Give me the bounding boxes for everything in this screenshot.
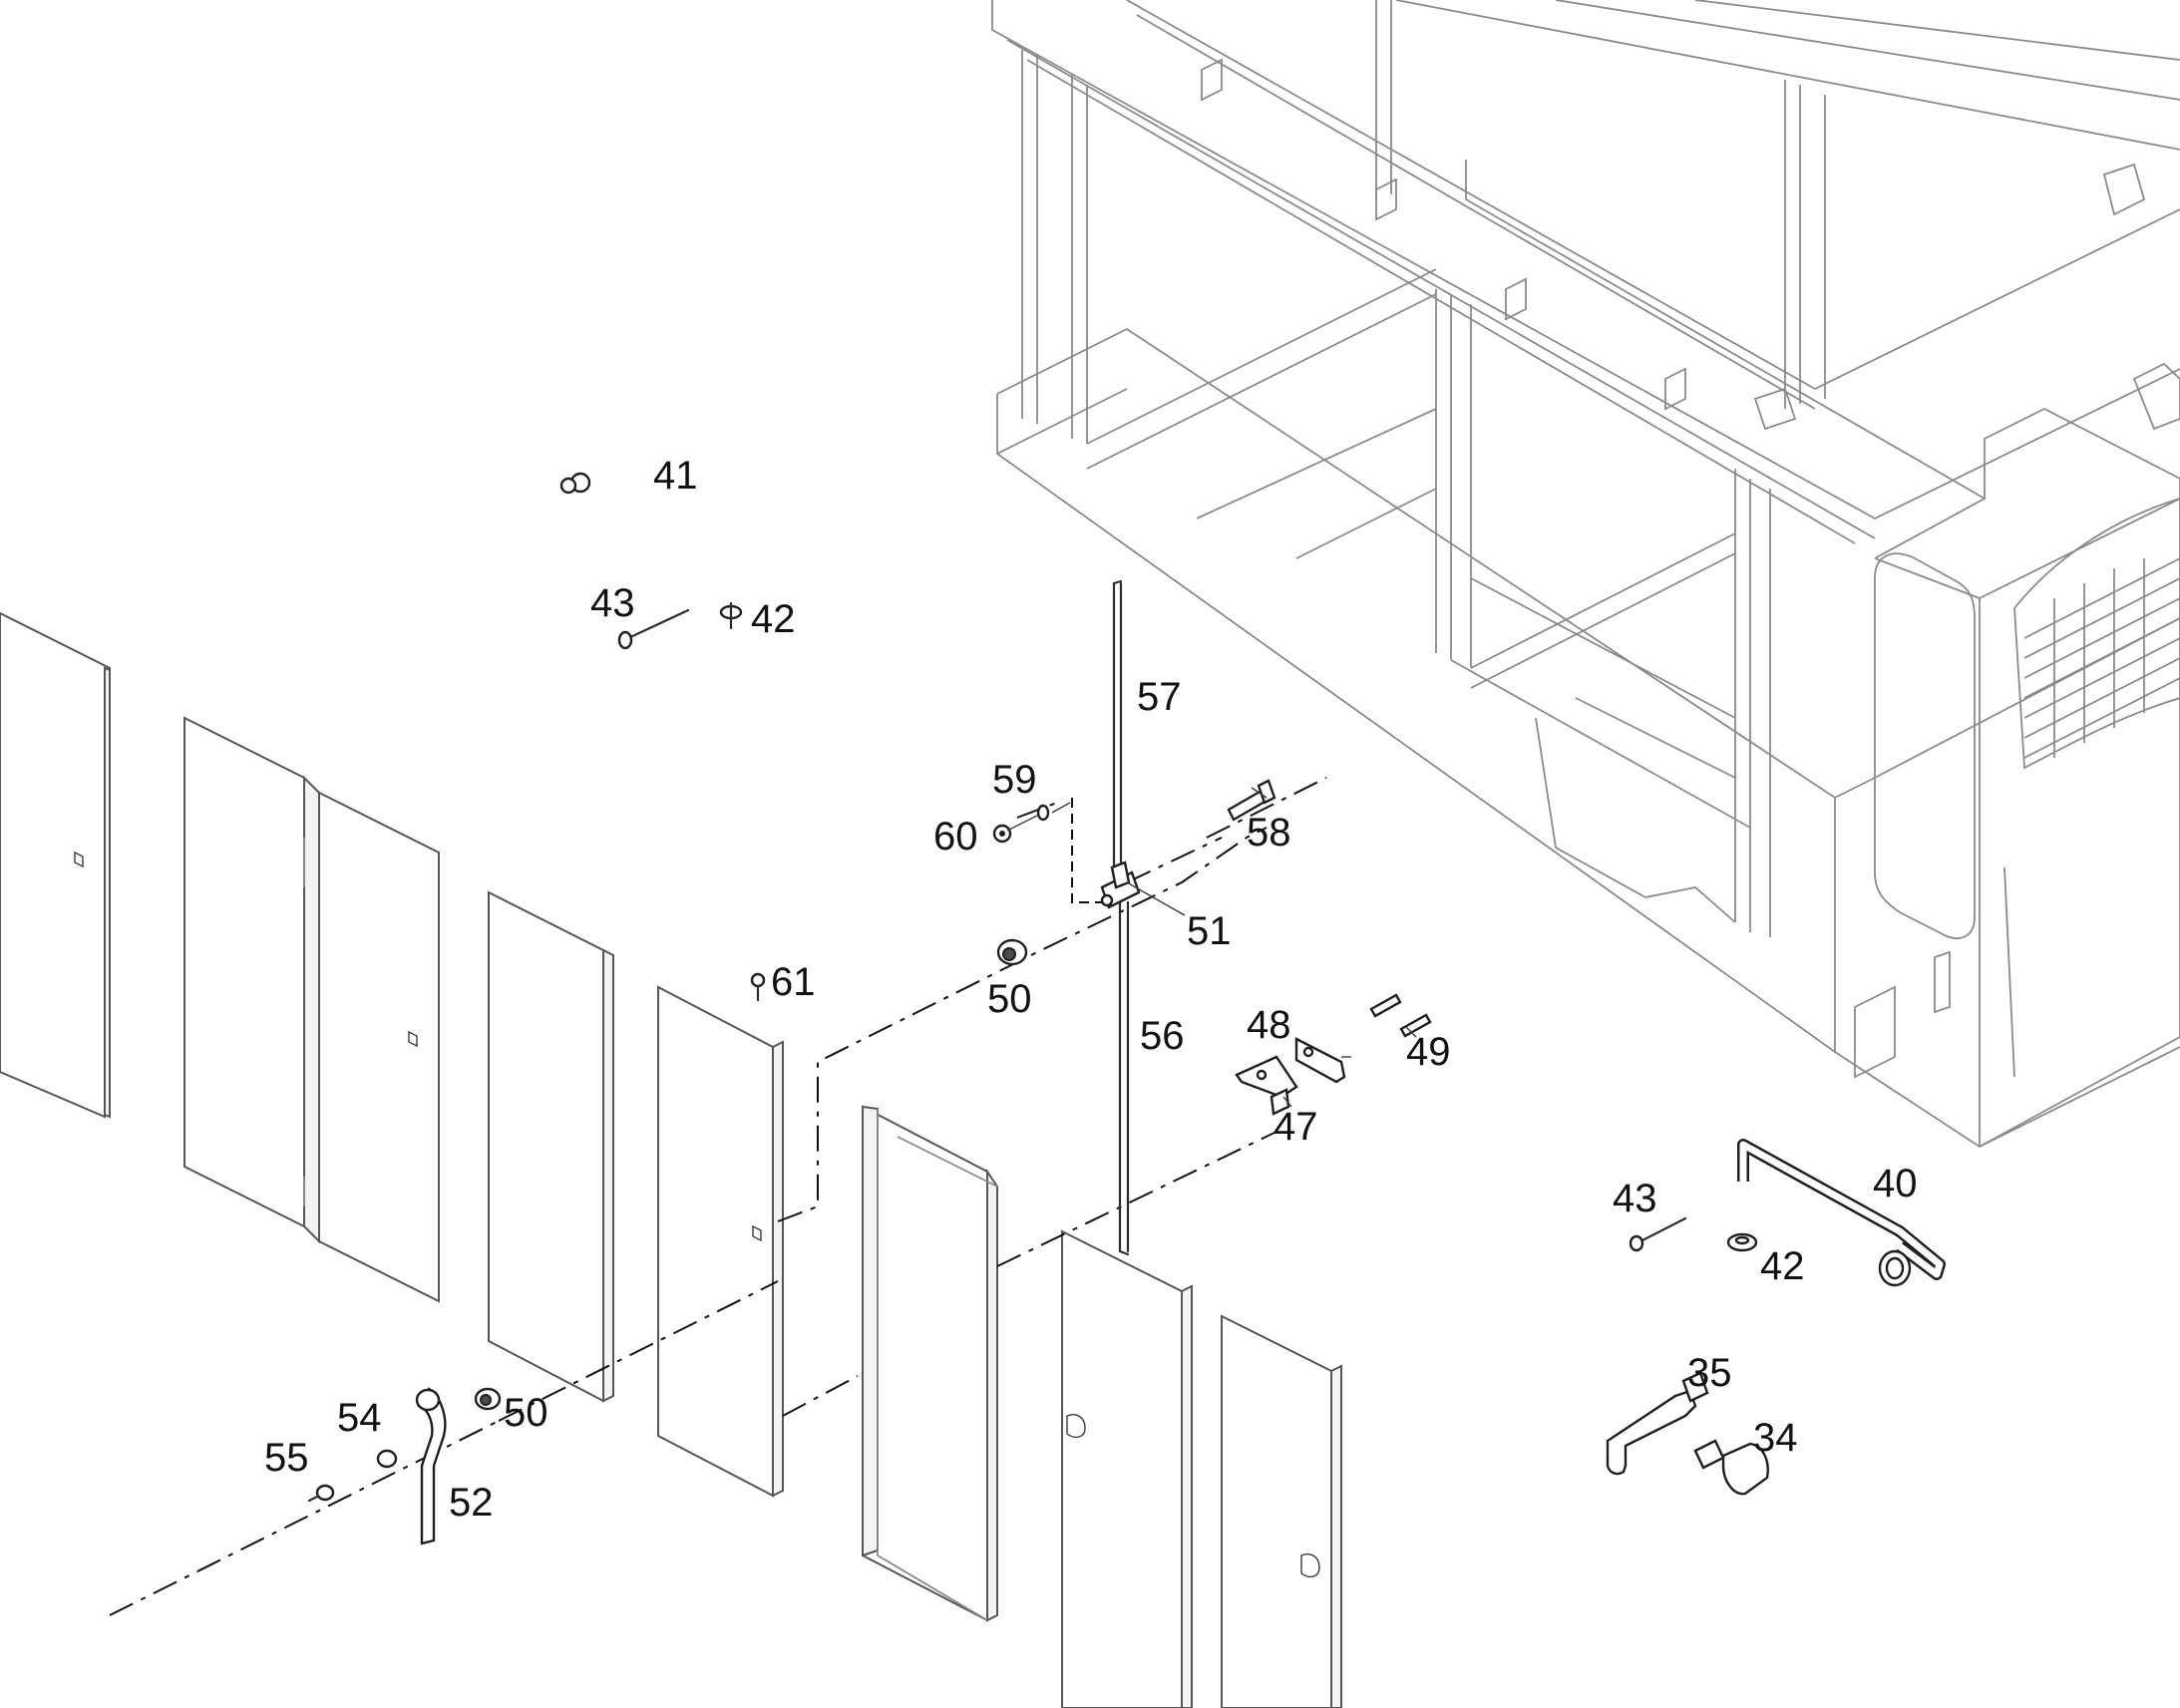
- washer-42a: [719, 601, 743, 630]
- callout-57: 57: [1137, 675, 1182, 719]
- plate-48: [1294, 1037, 1346, 1084]
- callout-42-right: 42: [1760, 1244, 1805, 1288]
- bolts-49: [1369, 993, 1432, 1038]
- door-panel: [488, 890, 604, 1403]
- nut-60: [992, 824, 1012, 844]
- callout-55: 55: [264, 1436, 309, 1480]
- callout-56: 56: [1140, 1014, 1185, 1058]
- washer-54: [376, 1449, 398, 1469]
- callout-43-top: 43: [590, 581, 635, 625]
- bolt-43a: [617, 608, 690, 650]
- lever-52: [415, 1387, 447, 1545]
- callout-54: 54: [337, 1396, 382, 1440]
- door-panel: [318, 791, 440, 1303]
- callout-52: 52: [449, 1481, 494, 1525]
- callout-40: 40: [1873, 1162, 1918, 1205]
- radiator-grille: [2013, 498, 2180, 770]
- callout-35: 35: [1687, 1351, 1732, 1395]
- handle-35: [1606, 1371, 1709, 1476]
- callout-34: 34: [1753, 1416, 1798, 1460]
- door-panel: [1221, 1314, 1332, 1708]
- washer-59: [1036, 804, 1050, 822]
- callout-43-right: 43: [1613, 1177, 1657, 1220]
- callout-58: 58: [1247, 811, 1291, 854]
- door-panel: [1061, 1229, 1183, 1708]
- callout-41: 41: [653, 454, 698, 498]
- callout-49: 49: [1406, 1030, 1451, 1074]
- callout-labels: 34 35 40 41 42 42 43 43 47 48 49 50 50 5…: [264, 454, 1918, 1525]
- pin-55: [307, 1484, 335, 1503]
- bolt-43b: [1629, 1216, 1687, 1252]
- door-panel: [657, 985, 774, 1498]
- callout-50-upper: 50: [987, 977, 1032, 1021]
- rod-57-56: [1112, 579, 1130, 1256]
- door-panels: [0, 611, 1342, 1708]
- washer-42b: [1726, 1232, 1758, 1252]
- callout-60: 60: [933, 815, 978, 858]
- bushing-50b: [474, 1387, 502, 1411]
- hinge-47: [1235, 1055, 1298, 1116]
- callout-47: 47: [1273, 1105, 1318, 1149]
- callout-50-lower: 50: [504, 1391, 548, 1435]
- callout-42-top: 42: [751, 597, 796, 641]
- door-panel: [183, 716, 305, 1228]
- callout-51: 51: [1187, 909, 1232, 953]
- leader-lines: [1006, 787, 1417, 1108]
- door-panel: [862, 1105, 988, 1622]
- pin-61: [750, 972, 766, 1002]
- callout-59: 59: [992, 758, 1037, 802]
- machine-frame: [991, 0, 2180, 1149]
- handle-41: [559, 472, 728, 588]
- bolt-58: [1227, 779, 1276, 822]
- callout-48: 48: [1247, 1003, 1291, 1047]
- bracket-51: [1100, 860, 1141, 909]
- door-panel: [0, 611, 112, 1119]
- callout-61: 61: [771, 960, 816, 1004]
- bushing-50a: [996, 938, 1028, 966]
- handle-40: [1737, 1139, 1946, 1287]
- knob-34: [1693, 1439, 1769, 1496]
